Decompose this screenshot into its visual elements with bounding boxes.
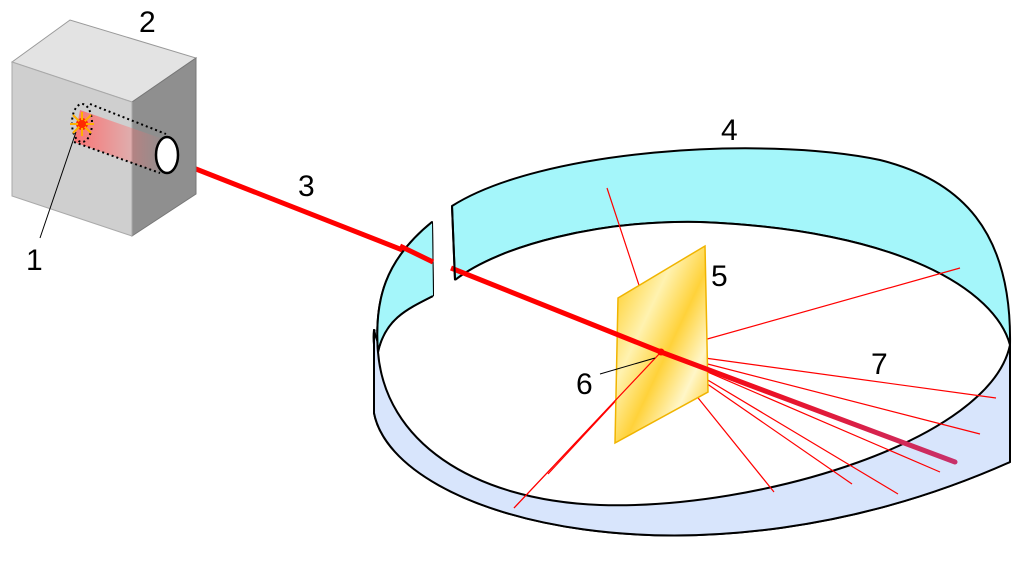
lead-box-icon: [10, 19, 198, 237]
gold-foil-icon: [614, 244, 709, 445]
label-5-foil: 5: [711, 260, 728, 293]
alpha-beam: [167, 155, 958, 465]
label-4-screen: 4: [721, 114, 738, 147]
leader-line-6: [599, 357, 656, 375]
label-1-source: 1: [26, 244, 43, 277]
screen-slit: [376, 205, 456, 353]
leader-line-1: [39, 131, 77, 239]
label-2-lead-box: 2: [139, 6, 156, 39]
collimator-tube: [71, 103, 180, 175]
label-3-beam: 3: [298, 170, 315, 203]
label-7-scattered-particles: 7: [871, 348, 888, 381]
radioactive-source-icon: [70, 112, 94, 136]
label-6-impact-point: 6: [576, 368, 593, 401]
